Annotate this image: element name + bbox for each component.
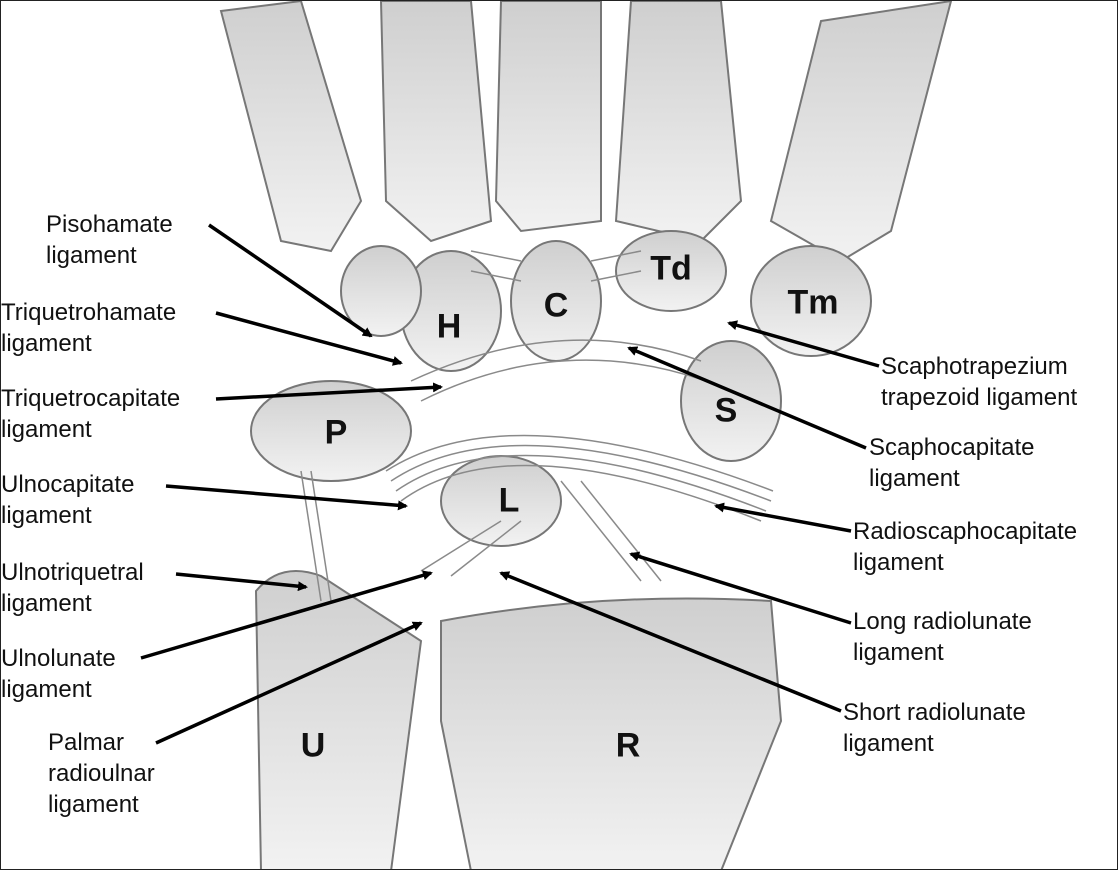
label-line: ligament (853, 549, 944, 576)
trapezium-bone (750, 245, 872, 357)
label-line: ligament (1, 502, 92, 529)
arrow-ulnocapitate (165, 484, 408, 511)
label-line: Ulnocapitate (1, 471, 135, 498)
arrow-palmar-radioulnar (155, 621, 423, 745)
label-line: ligament (1, 590, 92, 617)
arrow-radioscaphocapitate (714, 502, 852, 533)
label-short-radiolunate: Short radiolunate ligament (843, 697, 1026, 759)
bone-label-trapezoid: Td (650, 249, 692, 288)
label-line: Triquetrocapitate (1, 385, 181, 412)
arrow-scaphocapitate (627, 346, 867, 450)
label-line: trapezoid ligament (881, 384, 1078, 411)
triquetrum-bone (340, 245, 422, 337)
leader-arrows (140, 223, 880, 745)
label-line: ligament (46, 242, 137, 269)
label-line: ligament (1, 676, 92, 703)
label-line: ligament (1, 416, 92, 443)
label-scaphotrapezium: Scaphotrapezium trapezoid ligament (881, 351, 1077, 413)
radius-bone (440, 597, 783, 869)
label-ulnocapitate: Ulnocapitate ligament (1, 469, 134, 531)
arrow-pisohamate (208, 223, 373, 338)
label-triquetrohamate: Triquetrohamate ligament (1, 297, 176, 359)
metacarpal-4 (379, 1, 493, 243)
label-line: ligament (843, 730, 934, 757)
label-line: Triquetrohamate (1, 299, 177, 326)
arrow-triquetrocapitate (215, 382, 443, 401)
label-line: ligament (853, 639, 944, 666)
label-line: Scaphotrapezium (881, 353, 1068, 380)
bone-label-pisiform: P (324, 413, 348, 452)
label-line: Short radiolunate (843, 699, 1026, 726)
label-palmar-radioulnar: Palmar radioulnar ligament (48, 727, 155, 820)
bone-label-radius: R (615, 726, 641, 765)
ligament-fibres (300, 250, 774, 602)
metacarpal-1 (769, 1, 953, 263)
label-line: ligament (1, 330, 92, 357)
label-radioscaphocapitate: Radioscaphocapitate ligament (853, 516, 1077, 578)
label-line: ligament (48, 791, 139, 818)
scaphoid-bone (680, 340, 782, 462)
metacarpal-2 (614, 1, 743, 243)
metacarpal-5 (219, 1, 363, 253)
arrow-short-radiolunate (499, 571, 842, 713)
label-line: radioulnar (48, 760, 155, 787)
label-line: Long radiolunate (853, 608, 1032, 635)
label-long-radiolunate: Long radiolunate ligament (853, 606, 1032, 668)
bone-label-hamate: H (436, 307, 462, 346)
arrow-scaphotrapezium (727, 320, 880, 368)
label-line: Pisohamate (46, 211, 173, 238)
bone-label-capitate: C (543, 286, 569, 325)
label-line: ligament (869, 465, 960, 492)
pisiform-bone (250, 380, 412, 482)
arrow-ulnotriquetral (175, 572, 308, 592)
bone-label-ulna: U (300, 726, 326, 765)
metacarpal-3 (494, 1, 602, 233)
label-line: Palmar (48, 729, 125, 756)
bone-label-trapezium: Tm (787, 283, 839, 322)
bone-label-scaphoid: S (714, 391, 738, 430)
label-ulnotriquetral: Ulnotriquetral ligament (1, 557, 144, 619)
label-line: Ulnotriquetral (1, 559, 144, 586)
label-ulnolunate: Ulnolunate ligament (1, 643, 116, 705)
label-pisohamate: Pisohamate ligament (46, 209, 173, 271)
arrow-long-radiolunate (629, 551, 852, 625)
label-line: Scaphocapitate (869, 434, 1035, 461)
label-line: Ulnolunate (1, 645, 116, 672)
trapezoid-bone (615, 230, 727, 312)
label-scaphocapitate: Scaphocapitate ligament (869, 432, 1034, 494)
label-triquetrocapitate: Triquetrocapitate ligament (1, 383, 180, 445)
bone-label-lunate: L (498, 481, 520, 520)
label-line: Radioscaphocapitate (853, 518, 1078, 545)
arrow-ulnolunate (140, 570, 433, 660)
arrow-triquetrohamate (215, 311, 403, 366)
